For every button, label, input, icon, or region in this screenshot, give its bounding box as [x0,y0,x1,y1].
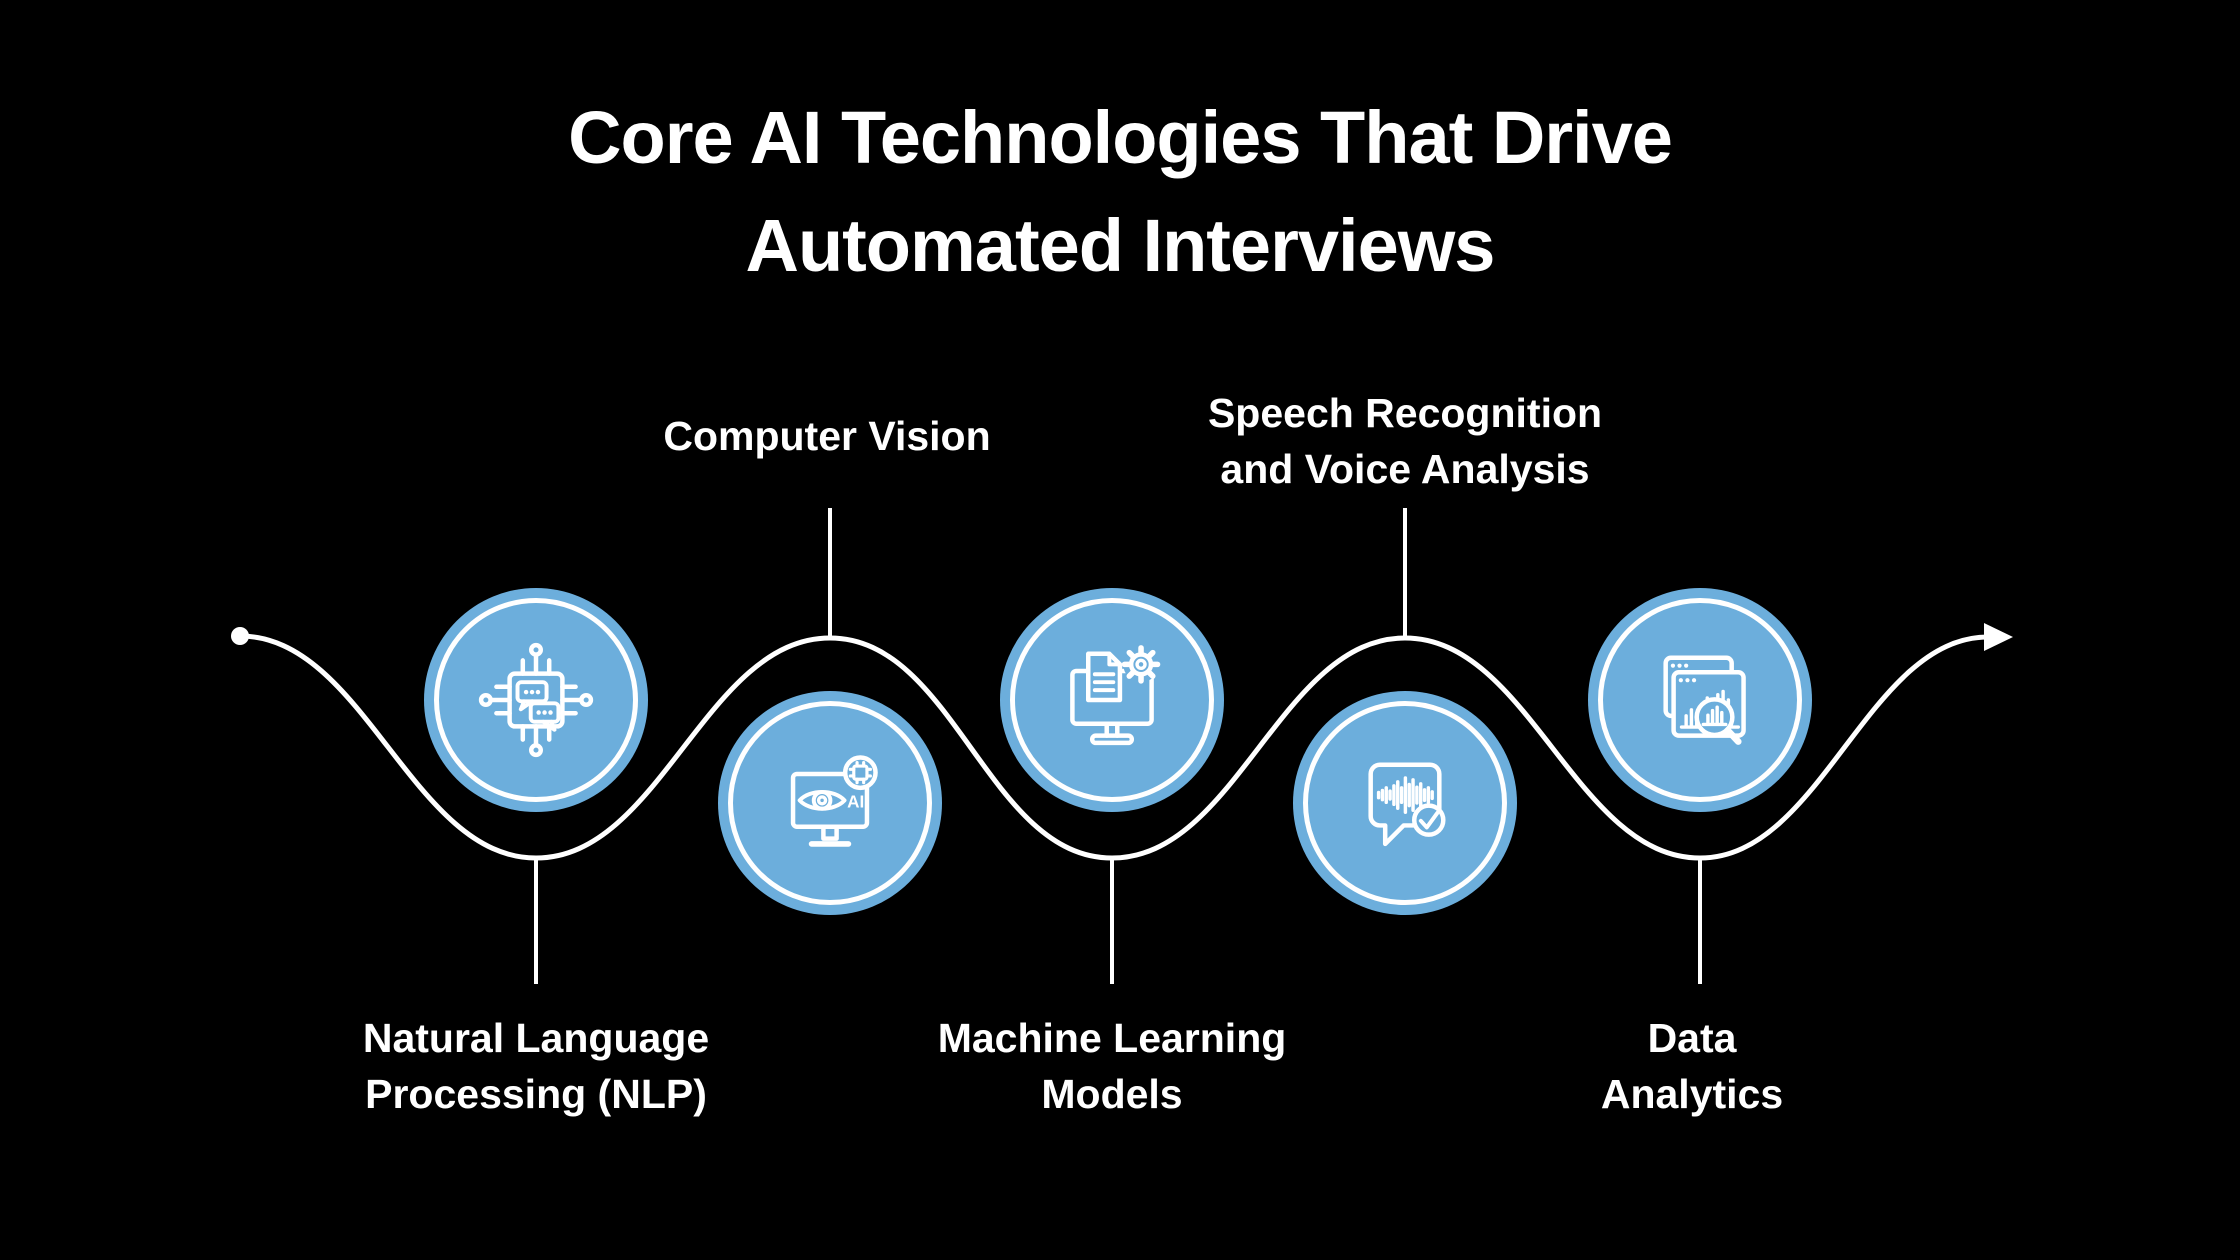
start-dot [231,627,249,645]
label-data-analytics-line2: Analytics [1600,1071,1784,1117]
label-nlp: Natural Language Processing (NLP) [363,1010,709,1122]
label-speech-line1: Speech Recognition [1207,390,1603,436]
machine-learning-monitor-document-gear-icon [1070,645,1161,746]
label-data-analytics: Data Analytics [1601,1010,1783,1122]
label-speech: Speech Recognition and Voice Analysis [1208,385,1602,497]
label-data-analytics-line1: Data [1647,1015,1737,1061]
icon-ai-text: AI [847,792,864,812]
label-nlp-line1: Natural Language [362,1015,710,1061]
node-circle-speech [1293,691,1517,915]
page-title-line1: Core AI Technologies That Drive [568,96,1673,179]
nlp-chip-chat-icon [478,642,594,758]
node-circle-nlp [424,588,648,812]
page-title-line2: Automated Interviews [745,204,1496,287]
wave-path [239,633,1989,861]
node-circle-computer-vision: AI [718,691,942,915]
label-machine-learning-line1: Machine Learning [937,1015,1287,1061]
label-machine-learning-line2: Models [1041,1071,1183,1117]
label-speech-line2: and Voice Analysis [1220,446,1590,492]
label-nlp-line2: Processing (NLP) [365,1071,707,1117]
speech-bubble-waveform-check-icon [1368,762,1446,847]
node-circle-data-analytics [1588,588,1812,812]
label-machine-learning: Machine Learning Models [938,1010,1287,1122]
label-computer-vision: Computer Vision [663,408,990,464]
page-title: Core AI Technologies That Drive Automate… [0,84,2240,300]
end-arrow-icon [1984,623,2013,651]
node-circle-machine-learning [1000,588,1224,812]
computer-vision-monitor-eye-icon: AI [790,755,878,847]
label-computer-vision-line1: Computer Vision [663,413,991,459]
data-analytics-windows-chart-magnifier-icon [1663,655,1746,745]
